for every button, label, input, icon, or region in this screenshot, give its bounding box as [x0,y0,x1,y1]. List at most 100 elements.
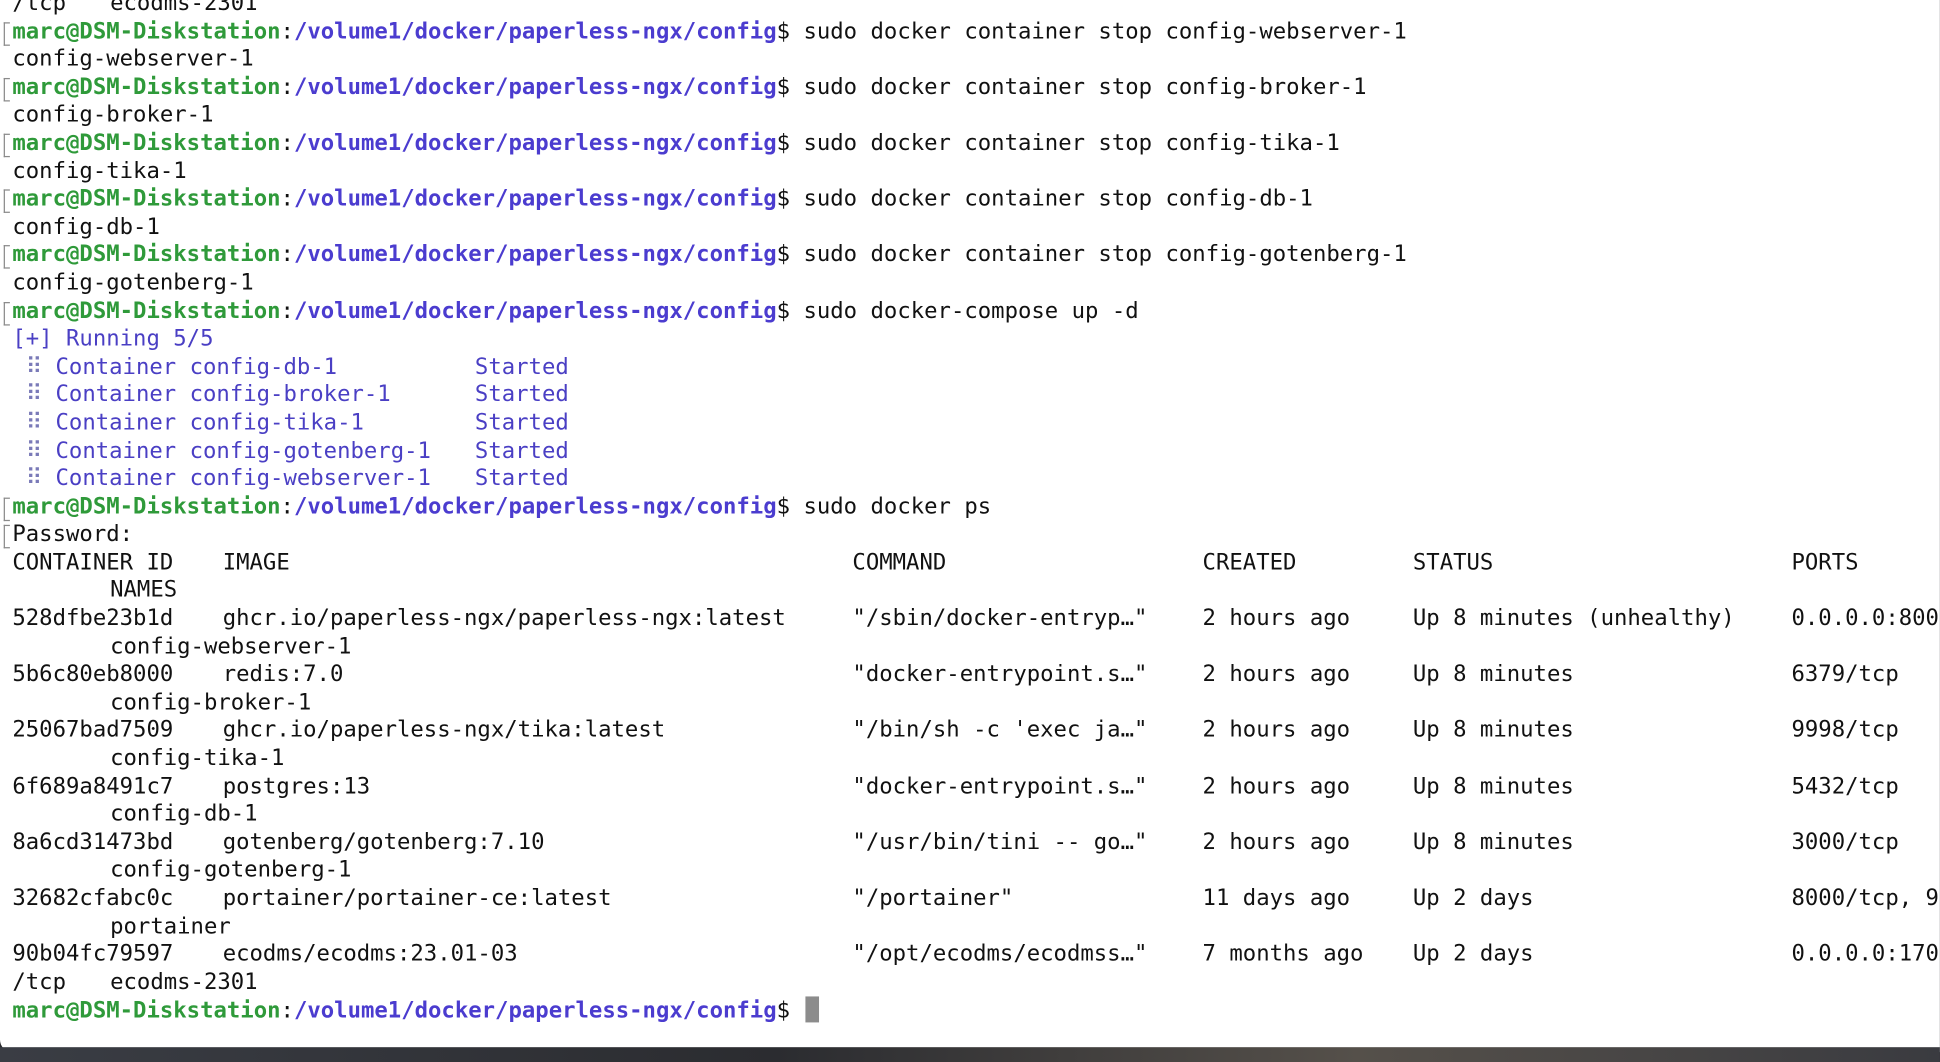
running-container-label: Container config-tika-1 [55,409,364,436]
running-container-state: Started [474,353,569,380]
prompt-path: /volume1/docker/paperless-ngx/config [293,18,777,45]
prompt-line: marc@DSM-Diskstation:/volume1/docker/pap… [0,74,1940,102]
cell-container-id: 25067bad7509 [12,717,174,744]
cell-ports: 6379/tcp [1791,661,1899,688]
prompt-line: marc@DSM-Diskstation:/volume1/docker/pap… [0,298,1940,326]
ports-wrap: /tcp [12,0,67,17]
header-container-id: CONTAINER ID [12,549,174,576]
prompt-path: /volume1/docker/paperless-ngx/config [293,73,777,100]
password-line: Password: [0,521,1940,549]
command-text: sudo docker container stop config-gotenb… [803,241,1407,268]
running-container-label: Container config-broker-1 [55,381,391,408]
output-line: /tcp ecodms-2301 [0,0,1940,18]
cell-name: config-broker-1 [110,689,312,716]
command-output: config-gotenberg-1 [12,269,254,296]
prompt-separator: : [280,18,294,45]
prompt-separator: : [280,185,294,212]
cell-container-id: 5b6c80eb8000 [12,661,174,688]
desktop-background [0,1047,1940,1062]
cell-container-id: 32682cfabc0c [12,885,174,912]
cell-created: 7 months ago [1202,940,1364,967]
header-names: NAMES [110,577,178,604]
cell-created: 11 days ago [1202,885,1351,912]
cell-status: Up 8 minutes [1412,661,1574,688]
running-container-state: Started [474,409,569,436]
cell-ports: 8000/tcp, 9 [1791,885,1939,912]
prompt-path: /volume1/docker/paperless-ngx/config [293,241,777,268]
prompt-dollar: $ [776,998,804,1025]
prompt-line: marc@DSM-Diskstation:/volume1/docker/pap… [0,130,1940,158]
prompt-dollar: $ [776,297,804,324]
command-output: config-tika-1 [12,157,187,184]
cell-command: "/opt/ecodms/ecodmss…" [852,940,1148,967]
prompt-dollar: $ [776,493,804,520]
cell-command: "/portainer" [852,885,1014,912]
cell-name: config-gotenberg-1 [110,857,352,884]
running-header-line: [+] Running 5/5 [0,326,1940,354]
running-container-state: Started [474,437,569,464]
cell-name: config-tika-1 [110,745,285,772]
prompt-user: marc@DSM-Diskstation [12,73,281,100]
cell-container-id: 90b04fc79597 [12,940,174,967]
prompt-dollar: $ [776,185,804,212]
cell-status: Up 2 days [1412,940,1534,967]
command-text: sudo docker-compose up -d [803,297,1139,324]
prompt-line: marc@DSM-Diskstation:/volume1/docker/pap… [0,493,1940,521]
prompt-separator: : [280,493,294,520]
running-item-line: ⠿ Container config-tika-1 Started [0,410,1940,438]
cell-command: "/bin/sh -c 'exec ja…" [852,717,1148,744]
running-container-label: Container config-db-1 [55,353,338,380]
cell-ports: 0.0.0.0:800 [1791,605,1939,632]
prompt-path: /volume1/docker/paperless-ngx/config [293,493,777,520]
prompt-separator: : [280,297,294,324]
cell-name: portainer [110,912,231,939]
prompt-separator: : [280,73,294,100]
prompt-path: /volume1/docker/paperless-ngx/config [293,129,777,156]
cell-command: "docker-entrypoint.s…" [852,773,1148,800]
output-line: config-db-1 [0,214,1940,242]
cell-name: ecodms-2301 [110,968,258,995]
cell-status: Up 8 minutes (unhealthy) [1412,605,1735,632]
cell-ports: 9998/tcp [1791,717,1899,744]
cell-command: "docker-entrypoint.s…" [852,661,1148,688]
prompt-separator: : [280,129,294,156]
prompt-path: /volume1/docker/paperless-ngx/config [293,185,777,212]
header-command: COMMAND [852,549,947,576]
spinner-icon: ⠿ [25,465,43,492]
cell-image: postgres:13 [222,773,371,800]
command-output: config-broker-1 [12,101,214,128]
command-text: sudo docker ps [803,493,992,520]
output-line: config-broker-1 [0,102,1940,130]
cell-image: portainer/portainer-ce:latest [222,885,612,912]
command-output: config-db-1 [12,213,160,240]
cell-container-id: 6f689a8491c7 [12,773,174,800]
cell-status: Up 8 minutes [1412,829,1574,856]
cell-image: ecodms/ecodms:23.01-03 [222,940,518,967]
password-prompt: Password: [12,521,134,548]
ps-header-wrap-line: NAMES [0,577,1940,605]
cell-command: "/usr/bin/tini -- go…" [852,829,1148,856]
prompt-path: /volume1/docker/paperless-ngx/config [293,998,777,1025]
cell-created: 2 hours ago [1202,605,1351,632]
prompt-line: marc@DSM-Diskstation:/volume1/docker/pap… [0,186,1940,214]
table-row-wrap: config-db-1 [0,801,1940,829]
cell-ports: 0.0.0.0:170 [1791,940,1939,967]
table-row-wrap: portainer [0,913,1940,941]
header-created: CREATED [1202,549,1297,576]
cell-image: gotenberg/gotenberg:7.10 [222,829,545,856]
header-status: STATUS [1412,549,1494,576]
container-name: ecodms-2301 [110,0,258,17]
command-output: config-webserver-1 [12,46,254,73]
prompt-line: marc@DSM-Diskstation:/volume1/docker/pap… [0,996,1940,1025]
prompt-user: marc@DSM-Diskstation [12,297,281,324]
table-row-wrap: config-webserver-1 [0,633,1940,661]
command-text: sudo docker container stop config-db-1 [803,185,1313,212]
spinner-icon: ⠿ [25,409,43,436]
output-line: config-gotenberg-1 [0,270,1940,298]
